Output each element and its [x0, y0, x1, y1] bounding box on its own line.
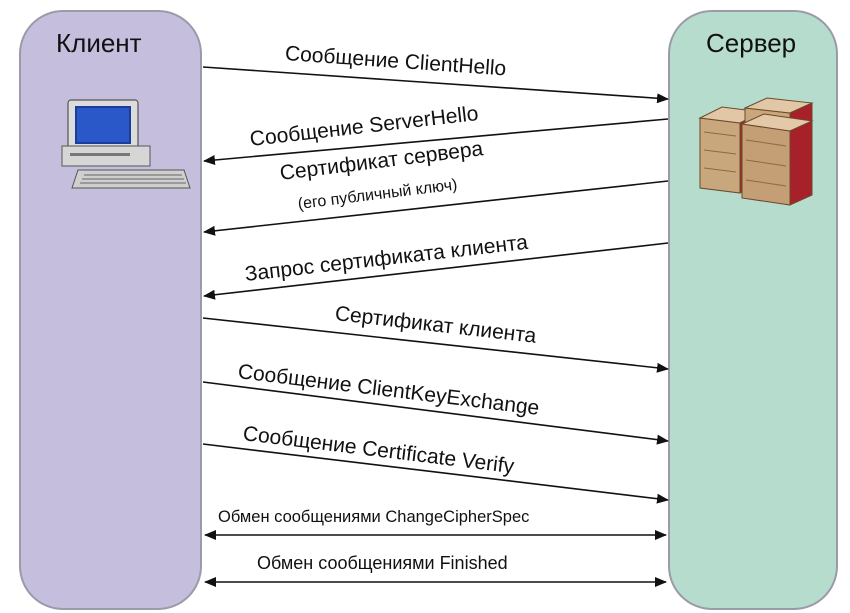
- arrow-client-cert-request: [203, 242, 669, 300]
- client-title: Клиент: [56, 28, 142, 58]
- arrow-server-hello: [203, 118, 669, 165]
- label-change-cipher-spec: Обмен сообщениями ChangeCipherSpec: [218, 508, 530, 526]
- server-title: Сервер: [706, 28, 797, 58]
- arrow-client-certificate: [202, 317, 669, 373]
- arrow-client-key-exchange: [202, 381, 669, 445]
- desktop-computer-icon: [61, 99, 191, 189]
- label-finished: Обмен сообщениями Finished: [257, 553, 508, 573]
- arrow-server-certificate: [203, 180, 669, 236]
- arrow-client-hello: [202, 66, 669, 104]
- server-rack-icon: [698, 97, 814, 206]
- arrow-certificate-verify: [202, 443, 669, 504]
